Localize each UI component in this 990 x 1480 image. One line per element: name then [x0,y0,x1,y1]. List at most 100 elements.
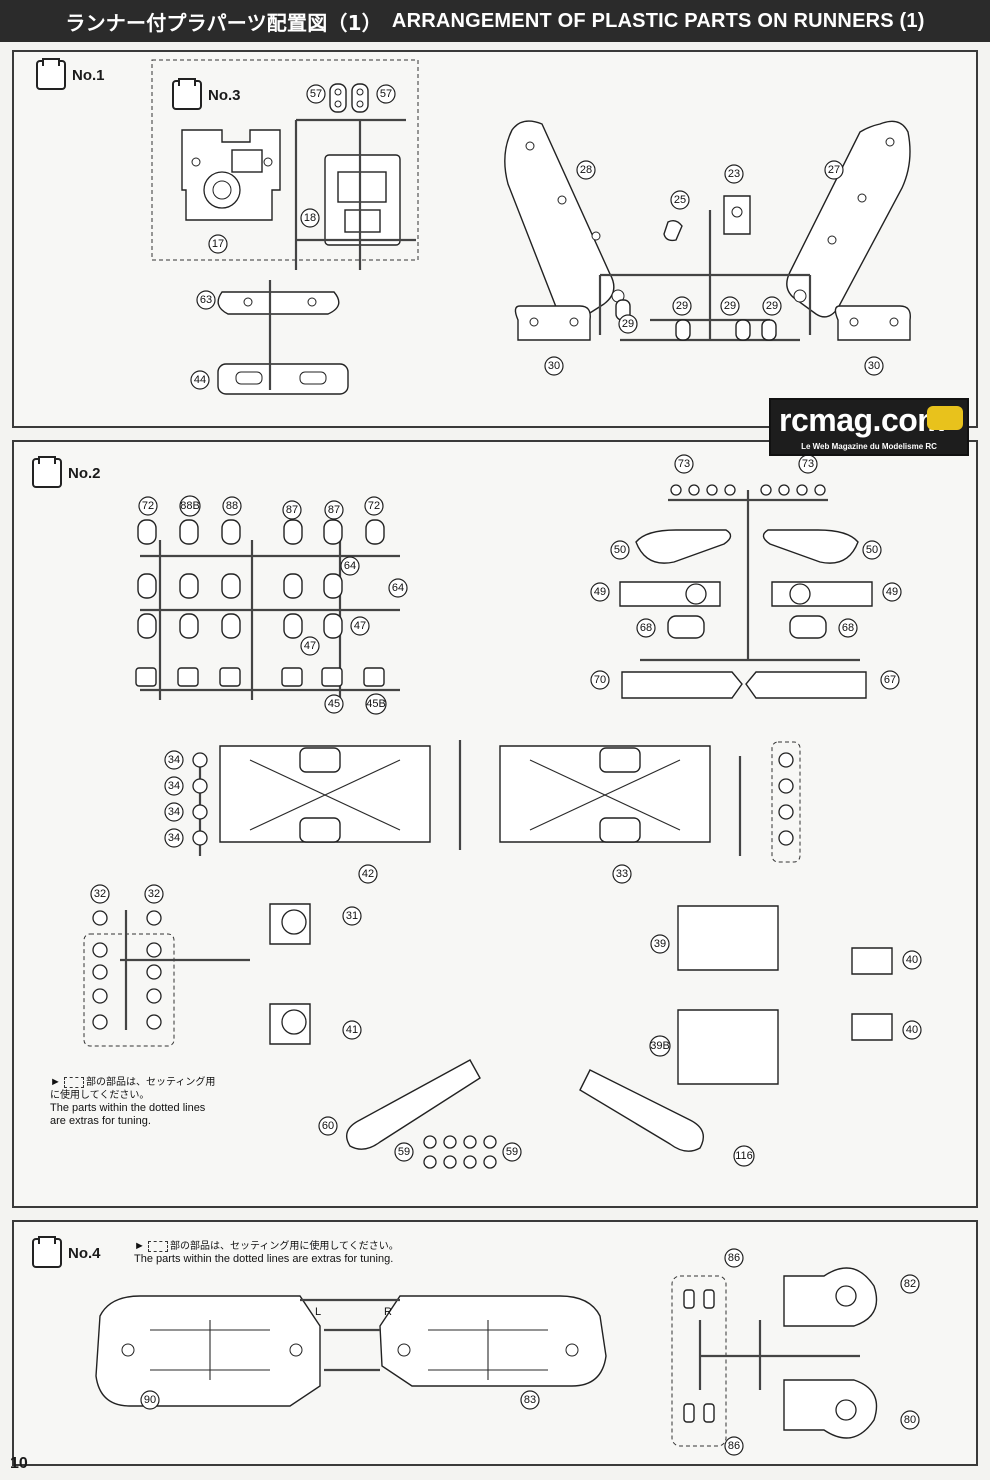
extras-note-panel2: ► 部の部品は、セッティング用 に使用してください。 The parts wit… [50,1076,290,1128]
knuckle-pieces-68 [667,615,827,639]
svg-text:31: 31 [346,910,358,922]
body-mount-30-left [514,305,591,341]
runner-tag-no3: No.3 [172,78,241,110]
svg-text:30: 30 [548,360,560,372]
svg-text:34: 34 [168,832,180,844]
svg-text:50: 50 [866,544,878,556]
callout-49a: 49 [590,582,610,602]
callout-88B: 88B [179,495,201,517]
runner-label-no4: No.4 [68,1244,101,1262]
callout-34c: 34 [164,802,184,822]
mount-23-25 [663,195,751,242]
svg-text:18: 18 [304,212,316,224]
svg-text:49: 49 [886,586,898,598]
hinge-plate-44 [217,363,349,395]
rcmag-logo: rcmag.com Le Web Magazine du Modelisme R… [769,398,969,456]
callout-64a: 64 [340,556,360,576]
callout-30b: 30 [864,356,884,376]
svg-text:39B: 39B [650,1040,670,1052]
spacers-86 [683,1289,715,1423]
hub-82 [783,1267,878,1327]
svg-text:45: 45 [328,698,340,710]
bushing-grid [135,519,385,687]
callout-29a: 29 [618,314,638,334]
svg-text:60: 60 [322,1120,334,1132]
callout-73a: 73 [674,454,694,474]
header-title-jp: ランナー付プラパーツ配置図（1） [65,10,382,35]
callout-45: 45 [324,694,344,714]
svg-text:44: 44 [194,374,206,386]
svg-text:29: 29 [766,300,778,312]
callout-90: 90 [140,1390,160,1410]
callout-41: 41 [342,1020,362,1040]
svg-text:41: 41 [346,1024,358,1036]
lower-arm-42 [219,745,431,843]
svg-text:59: 59 [506,1146,518,1158]
callout-34b: 34 [164,776,184,796]
logo-text: rcmag.com [779,402,946,438]
bag-icon [36,58,66,90]
runner-tag-no2: No.2 [32,456,101,488]
runner-label-no3: No.3 [208,86,241,104]
rc-car-icon [927,406,963,430]
callout-34d: 34 [164,828,184,848]
note-en-1: The parts within the dotted lines [50,1102,206,1114]
page-header: ランナー付プラパーツ配置図（1） ARRANGEMENT OF PLASTIC … [0,0,990,42]
rear-arm-83 [379,1295,607,1387]
dotted-box-icon [63,1076,84,1088]
svg-text:72: 72 [368,500,380,512]
svg-text:32: 32 [148,888,160,900]
svg-text:47: 47 [304,640,316,652]
svg-text:64: 64 [344,560,356,572]
spacer-57-group [329,83,369,113]
callout-72a: 72 [138,496,158,516]
svg-text:23: 23 [728,168,740,180]
hinge-plate-63 [217,291,340,315]
callout-18: 18 [300,208,320,228]
callout-44: 44 [190,370,210,390]
callout-34a: 34 [164,750,184,770]
callout-116: 116 [733,1145,755,1167]
callout-39B: 39B [649,1035,671,1057]
dotted-box-icon [147,1240,168,1252]
callout-59a: 59 [394,1142,414,1162]
shock-tower-27 [786,120,911,318]
callout-83: 83 [520,1390,540,1410]
svg-text:68: 68 [640,622,652,634]
callout-80: 80 [900,1410,920,1430]
steering-arms-49 [619,581,873,607]
callout-30a: 30 [544,356,564,376]
svg-text:32: 32 [94,888,106,900]
runner-label-no1: No.1 [72,66,105,84]
svg-text:45B: 45B [366,698,386,710]
callout-47a: 47 [350,616,370,636]
callout-87a: 87 [282,500,302,520]
callout-59b: 59 [502,1142,522,1162]
svg-text:29: 29 [622,318,634,330]
svg-text:47: 47 [354,620,366,632]
svg-text:34: 34 [168,806,180,818]
svg-text:82: 82 [904,1278,916,1290]
svg-text:17: 17 [212,238,224,250]
lower-arm-33 [499,745,711,843]
svg-text:39: 39 [654,938,666,950]
svg-text:68: 68 [842,622,854,634]
callout-42: 42 [358,864,378,884]
callout-29c: 29 [720,296,740,316]
svg-text:29: 29 [724,300,736,312]
callout-68a: 68 [636,618,656,638]
callout-28: 28 [576,160,596,180]
hub-carriers-31-41 [269,903,311,1045]
callout-70: 70 [590,670,610,690]
callout-29b: 29 [672,296,692,316]
svg-text:90: 90 [144,1394,156,1406]
svg-text:29: 29 [676,300,688,312]
bag-icon [172,78,202,110]
svg-text:67: 67 [884,674,896,686]
note-en-2: are extras for tuning. [50,1115,151,1127]
runner-label-no2: No.2 [68,464,101,482]
callout-57a: 57 [306,84,326,104]
svg-text:57: 57 [310,88,322,100]
logo-tagline: Le Web Magazine du Modelisme RC [801,442,937,451]
svg-text:25: 25 [674,194,686,206]
